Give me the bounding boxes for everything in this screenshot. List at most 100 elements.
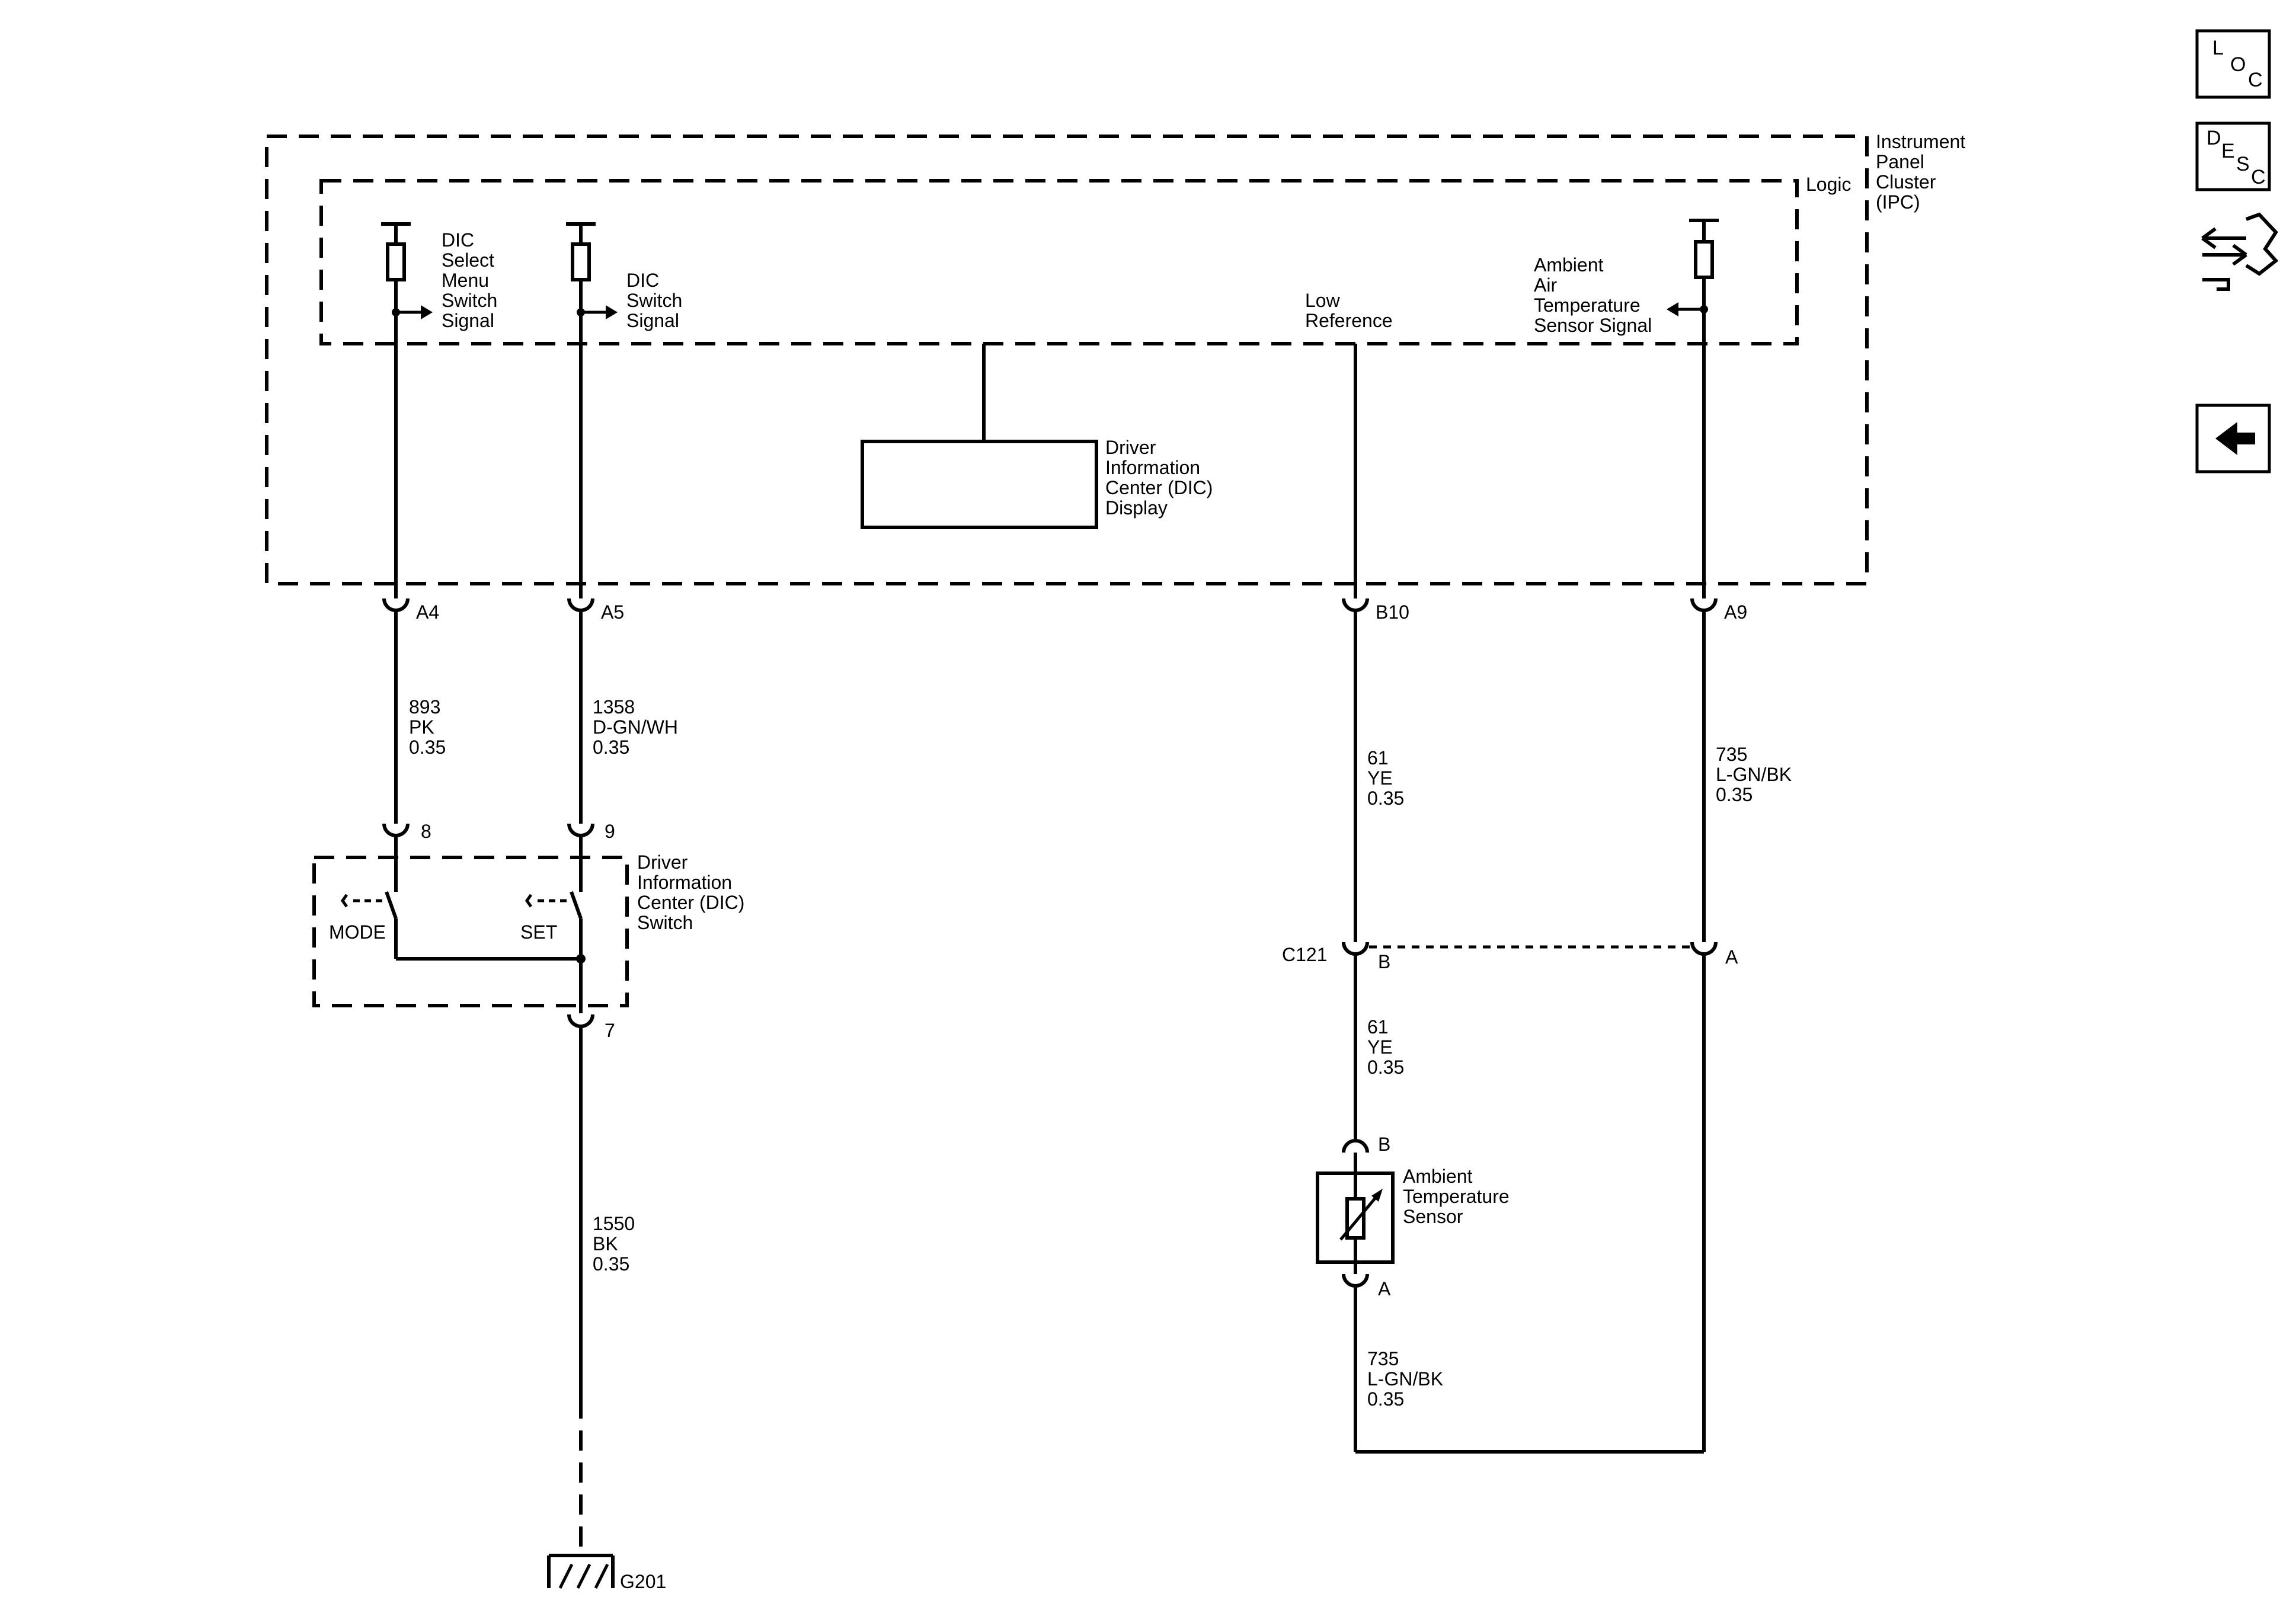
dic-switch-signal-label: DIC Switch Signal <box>626 270 682 331</box>
wire-61-lower-label: 61 YE 0.35 <box>1367 1016 1404 1078</box>
dic-select-signal-label: DIC Select Menu Switch Signal <box>442 229 497 331</box>
svg-text:0.35: 0.35 <box>1367 1388 1404 1410</box>
ground-symbol <box>547 1554 615 1589</box>
svg-text:YE: YE <box>1367 1036 1393 1058</box>
wire-735-upper-label: 735 L-GN/BK 0.35 <box>1716 744 1792 805</box>
svg-text:C: C <box>2251 166 2266 188</box>
svg-text:9: 9 <box>605 821 615 842</box>
svg-text:Menu: Menu <box>442 270 489 291</box>
mode-switch: MODE <box>329 836 398 959</box>
ipc-label: Instrument Panel Cluster (IPC) <box>1876 131 1965 213</box>
svg-text:A: A <box>1378 1278 1391 1299</box>
loc-button[interactable]: L O C <box>2195 29 2271 99</box>
svg-text:Sensor: Sensor <box>1403 1206 1463 1227</box>
desc-button[interactable]: D E S C <box>2195 121 2271 191</box>
wire-1358-label: 1358 D-GN/WH 0.35 <box>593 696 678 758</box>
svg-text:1550: 1550 <box>593 1213 635 1234</box>
svg-text:L-GN/BK: L-GN/BK <box>1367 1368 1443 1390</box>
svg-text:Select: Select <box>442 249 494 271</box>
svg-text:Signal: Signal <box>442 310 494 331</box>
ambient-signal-label: Ambient Air Temperature Sensor Signal <box>1534 254 1652 336</box>
svg-text:Driver: Driver <box>1105 437 1156 458</box>
dic-switch-pullup <box>566 222 618 598</box>
ipc-pin-a4: A4 <box>382 598 439 824</box>
svg-text:B: B <box>1378 951 1390 972</box>
svg-text:D: D <box>2207 127 2221 149</box>
ground-g201-label: G201 <box>620 1571 666 1592</box>
wire-735-lower-label: 735 L-GN/BK 0.35 <box>1367 1348 1443 1410</box>
svg-text:Switch: Switch <box>637 912 693 933</box>
svg-text:DIC: DIC <box>442 229 474 251</box>
svg-text:A4: A4 <box>416 601 439 623</box>
svg-text:E: E <box>2221 140 2235 162</box>
c121-label: C121 <box>1282 944 1328 965</box>
svg-text:Center (DIC): Center (DIC) <box>637 892 744 913</box>
svg-text:MODE: MODE <box>329 921 386 943</box>
thermistor-symbol <box>1339 1173 1383 1262</box>
svg-text:1358: 1358 <box>593 696 635 718</box>
switch-pin-9: 9 <box>567 821 615 842</box>
svg-text:Information: Information <box>1105 457 1200 478</box>
svg-text:893: 893 <box>409 696 440 718</box>
switch-pin-7: 7 <box>567 1014 615 1398</box>
svg-text:Switch: Switch <box>626 290 682 311</box>
svg-text:61: 61 <box>1367 1016 1389 1038</box>
svg-text:Driver: Driver <box>637 852 688 873</box>
low-reference-label: Low Reference <box>1305 290 1393 331</box>
svg-text:735: 735 <box>1367 1348 1399 1369</box>
svg-text:0.35: 0.35 <box>1367 1057 1404 1078</box>
svg-text:0.35: 0.35 <box>593 737 629 758</box>
wire-1550-label: 1550 BK 0.35 <box>593 1213 635 1275</box>
wiring-connector-icon[interactable] <box>2201 212 2279 291</box>
ipc-pin-a5: A5 <box>567 598 624 824</box>
ambient-sensor-label: Ambient Temperature Sensor <box>1403 1166 1510 1227</box>
back-button[interactable] <box>2195 404 2271 473</box>
dic-switch-outline <box>312 856 629 1007</box>
wire-61-upper-label: 61 YE 0.35 <box>1367 747 1404 809</box>
ambient-signal-pullup <box>1667 219 1719 598</box>
svg-text:8: 8 <box>421 821 431 842</box>
dic-display-box <box>861 440 1098 529</box>
svg-text:Temperature: Temperature <box>1403 1186 1510 1207</box>
logic-label: Logic <box>1806 174 1851 195</box>
svg-text:Temperature: Temperature <box>1534 295 1641 316</box>
svg-text:7: 7 <box>605 1020 615 1041</box>
svg-text:0.35: 0.35 <box>593 1253 629 1275</box>
svg-text:PK: PK <box>409 716 434 738</box>
c121-pin-a: A <box>1690 942 1738 1452</box>
c121-pin-b: B <box>1342 942 1390 1141</box>
svg-text:735: 735 <box>1716 744 1747 765</box>
svg-text:B: B <box>1378 1134 1390 1155</box>
svg-text:S: S <box>2236 153 2250 175</box>
svg-text:0.35: 0.35 <box>1367 788 1404 809</box>
switch-pin-8: 8 <box>382 821 431 842</box>
svg-text:Ambient: Ambient <box>1534 254 1604 276</box>
ipc-pin-b10: B10 <box>1342 598 1409 942</box>
sensor-pin-b: B <box>1342 1134 1390 1155</box>
svg-text:Sensor Signal: Sensor Signal <box>1534 315 1652 336</box>
svg-text:Air: Air <box>1534 274 1557 296</box>
svg-text:Display: Display <box>1105 497 1168 518</box>
svg-text:DIC: DIC <box>626 270 659 291</box>
svg-text:L: L <box>2212 37 2224 59</box>
set-switch: SET <box>520 836 583 1013</box>
svg-text:Switch: Switch <box>442 290 497 311</box>
svg-text:0.35: 0.35 <box>1716 784 1753 805</box>
svg-text:BK: BK <box>593 1233 618 1254</box>
svg-text:Ambient: Ambient <box>1403 1166 1473 1187</box>
svg-text:Low: Low <box>1305 290 1341 311</box>
svg-text:Panel: Panel <box>1876 151 1924 172</box>
svg-text:(IPC): (IPC) <box>1876 191 1920 213</box>
svg-text:SET: SET <box>520 921 557 943</box>
svg-text:61: 61 <box>1367 747 1389 769</box>
svg-text:Instrument: Instrument <box>1876 131 1965 152</box>
svg-text:O: O <box>2230 53 2246 76</box>
svg-text:B10: B10 <box>1376 601 1409 623</box>
svg-text:Information: Information <box>637 872 732 893</box>
ipc-module-outline <box>265 135 1869 585</box>
back-arrow-icon <box>2215 422 2255 455</box>
svg-text:A5: A5 <box>601 601 624 623</box>
logic-section-outline <box>319 179 1799 345</box>
ipc-pin-a9: A9 <box>1690 598 1747 942</box>
